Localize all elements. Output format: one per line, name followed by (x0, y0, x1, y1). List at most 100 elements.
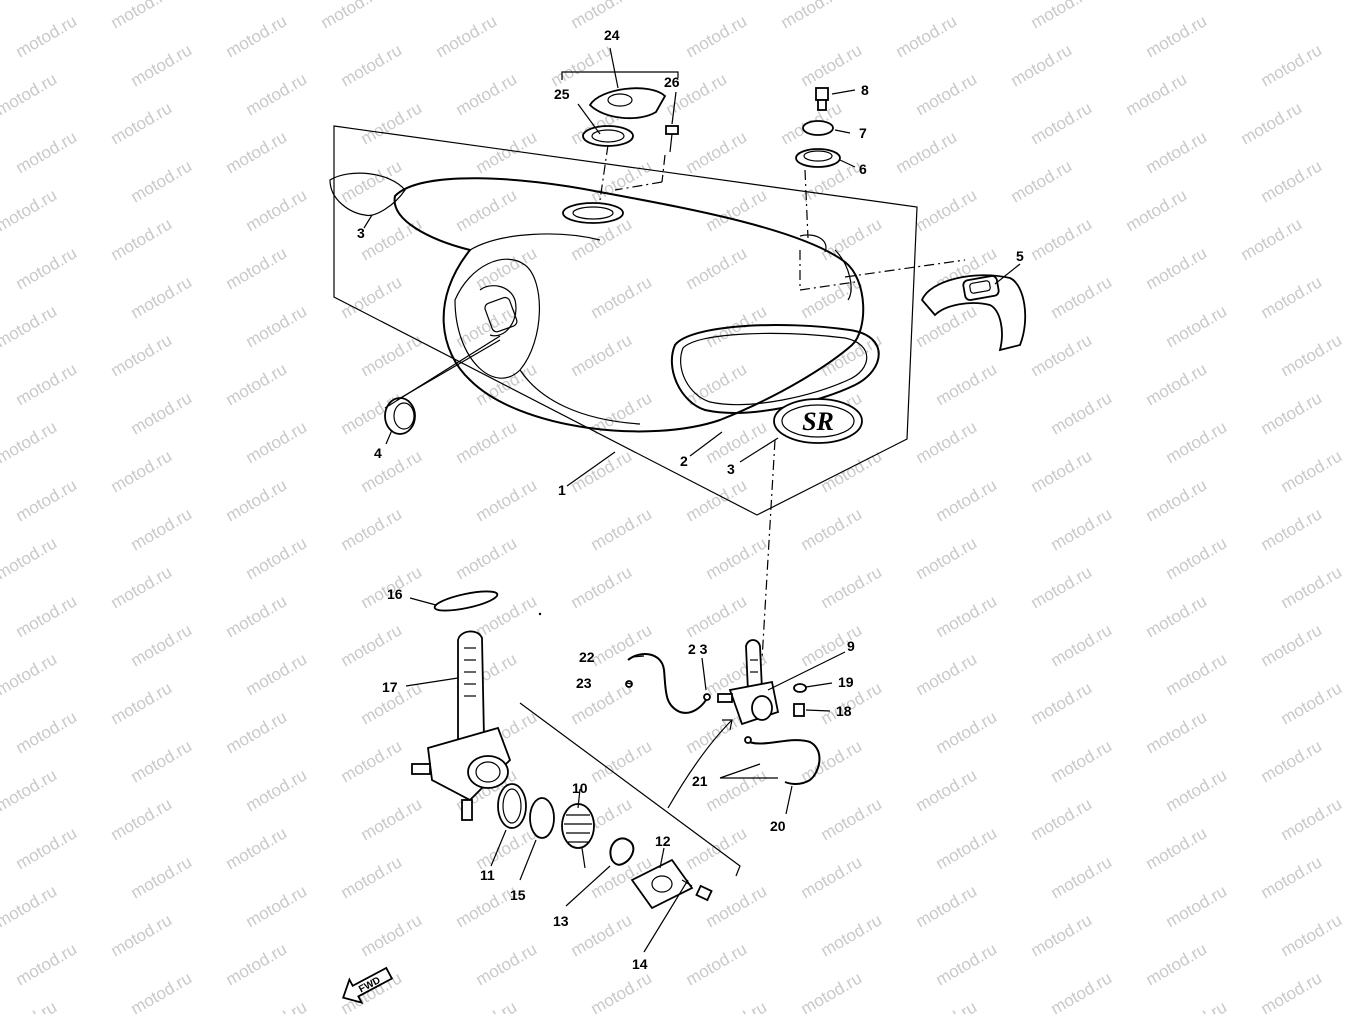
watermark-text: motod.ru (433, 11, 501, 61)
watermark-text: motod.ru (1048, 388, 1116, 438)
watermark-text: motod.ru (358, 330, 426, 380)
watermark-text: motod.ru (1048, 968, 1116, 1014)
watermark-text: motod.ru (108, 0, 176, 32)
watermark-text: motod.ru (338, 620, 406, 670)
watermark-text: motod.ru (243, 997, 311, 1014)
watermark-text: motod.ru (1123, 69, 1191, 119)
watermark-text: motod.ru (568, 562, 636, 612)
watermark-text: motod.ru (358, 446, 426, 496)
label-21: 21 (692, 773, 708, 789)
watermark-text: motod.ru (0, 301, 60, 351)
watermark-text: motod.ru (1163, 765, 1231, 815)
watermark-text: motod.ru (1028, 98, 1096, 148)
watermark-text: motod.ru (473, 475, 541, 525)
watermark-text: motod.ru (358, 98, 426, 148)
fuel-tank (393, 177, 865, 433)
watermark-text: motod.ru (13, 11, 81, 61)
watermark-text: motod.ru (223, 939, 291, 989)
watermark-text: motod.ru (568, 330, 636, 380)
watermark-text: motod.ru (1143, 823, 1211, 873)
watermark-text: motod.ru (0, 417, 60, 467)
label-7: 7 (859, 125, 867, 141)
sr-emblem: SR (773, 398, 863, 444)
watermark-text: motod.ru (1258, 504, 1326, 554)
watermark-text: motod.ru (1258, 272, 1326, 322)
label-16: 16 (387, 586, 403, 602)
watermark-text: motod.ru (798, 968, 866, 1014)
watermark-text: motod.ru (1123, 185, 1191, 235)
watermark-text: motod.ru (703, 997, 771, 1014)
watermark-text: motod.ru (568, 910, 636, 960)
label-11: 11 (480, 867, 495, 883)
tank-bracket (920, 274, 1027, 352)
watermark-text: motod.ru (1008, 40, 1076, 90)
watermark-text: motod.ru (683, 11, 751, 61)
watermark-text: motod.ru (13, 475, 81, 525)
watermark-text: motod.ru (1048, 620, 1116, 670)
watermark-text: motod.ru (108, 794, 176, 844)
watermark-text: motod.ru (1258, 388, 1326, 438)
watermark-text: motod.ru (1048, 736, 1116, 786)
watermark-text: motod.ru (13, 127, 81, 177)
watermark-text: motod.ru (1143, 127, 1211, 177)
watermark-text: motod.ru (818, 330, 886, 380)
label-20: 20 (770, 818, 786, 834)
watermark-text: motod.ru (0, 649, 60, 699)
watermark-text: motod.ru (13, 939, 81, 989)
watermark-text: motod.ru (1028, 0, 1096, 32)
watermark-text: motod.ru (588, 156, 656, 206)
watermark-text: motod.ru (778, 0, 846, 32)
watermark-text: motod.ru (128, 852, 196, 902)
label-14: 14 (632, 956, 648, 972)
watermark-text: motod.ru (1163, 417, 1231, 467)
watermark-text: motod.ru (1258, 156, 1326, 206)
label-13: 13 (553, 913, 569, 929)
watermark-text: motod.ru (108, 910, 176, 960)
watermark-text: motod.ru (568, 446, 636, 496)
watermark-text: motod.ru (338, 504, 406, 554)
watermark-text: motod.ru (893, 127, 961, 177)
watermark-text: motod.ru (338, 852, 406, 902)
washer-19 (793, 683, 807, 693)
watermark-text: motod.ru (223, 475, 291, 525)
watermark-text: motod.ru (13, 243, 81, 293)
label-12: 12 (655, 833, 671, 849)
watermark-text: motod.ru (473, 127, 541, 177)
watermark-text: motod.ru (243, 301, 311, 351)
watermark-text: motod.ru (588, 620, 656, 670)
watermark-text: motod.ru (818, 446, 886, 496)
watermark-text: motod.ru (798, 620, 866, 670)
watermark-text: motod.ru (588, 504, 656, 554)
gasket-25 (582, 125, 634, 147)
watermark-text: motod.ru (473, 243, 541, 293)
watermark-text: motod.ru (223, 707, 291, 757)
watermark-text: motod.ru (108, 214, 176, 264)
watermark-text: motod.ru (223, 127, 291, 177)
watermark-text: motod.ru (1143, 707, 1211, 757)
watermark-text: motod.ru (913, 0, 981, 3)
watermark-text: motod.ru (243, 533, 311, 583)
watermark-text: motod.ru (13, 707, 81, 757)
label-4: 4 (374, 445, 382, 461)
watermark-text: motod.ru (13, 359, 81, 409)
watermark-text: motod.ru (1048, 504, 1116, 554)
watermark-text: motod.ru (933, 823, 1001, 873)
watermark-text: motod.ru (913, 69, 981, 119)
watermark-text: motod.ru (1028, 678, 1096, 728)
watermark-text: motod.ru (703, 881, 771, 931)
watermark-text: motod.ru (108, 330, 176, 380)
watermark-text: motod.ru (1163, 301, 1231, 351)
watermark-text: motod.ru (913, 649, 981, 699)
label-26: 26 (664, 74, 680, 90)
watermark-text: motod.ru (568, 0, 636, 32)
hose-20 (744, 739, 821, 785)
watermark-text: motod.ru (453, 69, 521, 119)
watermark-text: motod.ru (683, 127, 751, 177)
tank-graphic-stripe (670, 324, 880, 414)
watermark-text: motod.ru (1163, 533, 1231, 583)
watermark-text: motod.ru (1028, 330, 1096, 380)
watermark-text: motod.ru (1258, 968, 1326, 1014)
watermark-text: motod.ru (243, 417, 311, 467)
watermark-text: motod.ru (318, 0, 386, 32)
watermark-text: motod.ru (1163, 997, 1231, 1014)
